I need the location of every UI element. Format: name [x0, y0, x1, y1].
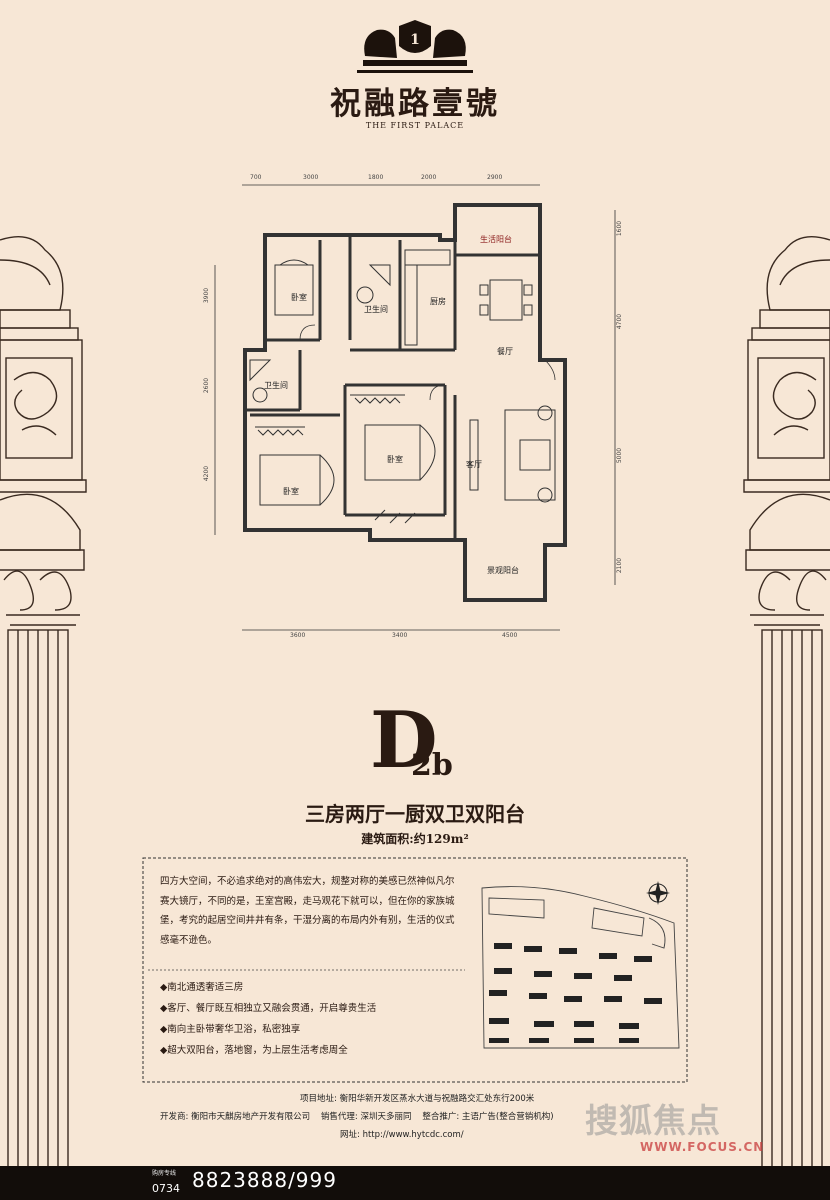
dim-top-2: 3000	[303, 174, 319, 181]
hotline-bar	[0, 1166, 830, 1200]
dim-top-1: 700	[250, 174, 262, 181]
unit-type-sub: 2b	[411, 748, 453, 783]
credits-row: 开发商: 衡阳市天麒房地产开发有限公司 销售代理: 深圳天多丽同 整合推广: 主…	[160, 1110, 554, 1122]
address-value: 衡阳华新开发区蒸水大道与祝融路交汇处东行200米	[339, 1094, 535, 1104]
watermark-url: WWW.FOCUS.CN	[640, 1140, 765, 1154]
feature-item: ◆南向主卧带奢华卫浴，私密独享	[160, 1024, 301, 1035]
dim-top-4: 2000	[421, 174, 437, 181]
agent-value: 深圳天多丽同	[360, 1112, 412, 1122]
room-view-balcony: 景观阳台	[487, 566, 519, 575]
room-bedroom-sw: 卧室	[283, 487, 299, 496]
promo-value: 主语广告(整合营销机构)	[461, 1112, 554, 1122]
right-column-ornament	[743, 236, 830, 1191]
brand-name-cn: 祝融路壹號	[330, 86, 500, 122]
feature-item: ◆客厅、餐厅既互相独立又融会贯通，开启尊贵生活	[160, 1003, 377, 1014]
dim-left-3: 4200	[203, 465, 211, 482]
dim-right-4: 2100	[616, 557, 624, 574]
brand-name-en: THE FIRST PALACE	[365, 121, 465, 130]
website-label: 网址:	[340, 1130, 360, 1140]
dim-bottom-1: 3600	[290, 632, 306, 639]
room-dining: 餐厅	[497, 347, 513, 356]
hotline-area-code: 0734	[152, 1182, 180, 1195]
room-bedroom-nw: 卧室	[291, 293, 307, 302]
watermark-text: 搜狐焦点	[585, 1101, 721, 1140]
room-bath-n: 卫生间	[364, 305, 388, 314]
room-living: 客厅	[466, 460, 482, 469]
feature-list: ◆南北通透奢适三房 ◆客厅、餐厅既互相独立又融会贯通，开启尊贵生活 ◆南向主卧带…	[160, 977, 470, 1061]
unit-area: 建筑面积:约129m²	[361, 832, 469, 846]
dim-top-5: 2900	[487, 174, 503, 181]
developer-label: 开发商:	[160, 1112, 189, 1122]
lion-crest-icon: 1	[357, 20, 473, 73]
dim-right-2: 4700	[616, 313, 624, 330]
website-link[interactable]: http://www.hytcdc.com/	[362, 1130, 464, 1140]
svg-text:1: 1	[410, 32, 420, 48]
feature-item: ◆超大双阳台，落地窗，为上层生活考虑周全	[160, 1045, 348, 1056]
website-row: 网址: http://www.hytcdc.com/	[340, 1128, 464, 1140]
developer-value: 衡阳市天麒房地产开发有限公司	[191, 1112, 311, 1122]
room-life-balcony: 生活阳台	[480, 235, 512, 244]
room-bath-w: 卫生间	[264, 381, 288, 390]
hotline-label: 购房专线	[152, 1170, 177, 1177]
dim-right-3: 5000	[616, 447, 624, 464]
agent-label: 销售代理:	[320, 1112, 358, 1122]
compass-north-icon	[646, 881, 670, 905]
room-kitchen: 厨房	[430, 297, 446, 306]
dim-bottom-3: 4500	[502, 632, 518, 639]
description-intro: 四方大空间，不必追求绝对的高伟宏大，规整对称的美感已然神似凡尔赛大镜厅，不同的是…	[160, 876, 455, 946]
dim-bottom-2: 3400	[392, 632, 408, 639]
dim-top-3: 1800	[368, 174, 384, 181]
site-map	[481, 886, 680, 1049]
unit-type-letter: D	[370, 695, 438, 786]
floor-plan	[214, 184, 616, 631]
address-label: 项目地址:	[300, 1094, 337, 1104]
dim-right-1: 1600	[616, 220, 624, 237]
promo-label: 整合推广:	[422, 1112, 460, 1122]
unit-layout: 三房两厅一厨双卫双阳台	[305, 802, 525, 826]
dim-left-1: 3900	[203, 287, 211, 304]
dim-left-2: 2600	[203, 377, 211, 394]
hotline-number[interactable]: 8823888/999	[192, 1168, 337, 1192]
room-bedroom-mid: 卧室	[387, 455, 403, 464]
feature-item: ◆南北通透奢适三房	[160, 982, 244, 993]
description-frame	[142, 857, 688, 1083]
left-column-ornament	[0, 236, 87, 1191]
address-row: 项目地址: 衡阳华新开发区蒸水大道与祝融路交汇处东行200米	[300, 1092, 534, 1104]
